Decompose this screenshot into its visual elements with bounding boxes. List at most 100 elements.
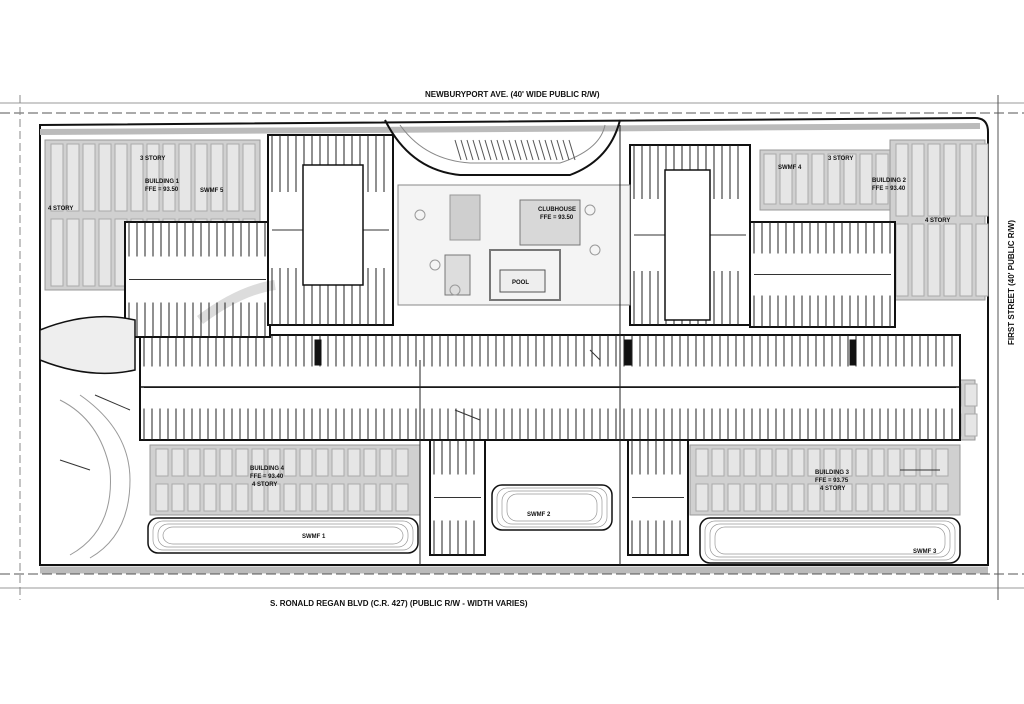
parking-island	[664, 169, 711, 321]
unit-outline	[66, 143, 80, 212]
unit-outline	[363, 448, 377, 477]
building-1-stories-2: 4 STORY	[48, 206, 73, 212]
swmf-1-pond	[157, 523, 409, 548]
entrance-hatch	[460, 139, 468, 161]
unit-outline	[155, 483, 169, 512]
building-3-name: BUILDING 3	[815, 470, 850, 476]
unit-outline	[210, 143, 224, 212]
unit-outline	[82, 143, 96, 212]
unit-outline	[98, 143, 112, 212]
swmf-2-pond	[496, 487, 608, 528]
tree-icon	[429, 259, 441, 271]
building-1-stories: 3 STORY	[140, 156, 165, 162]
tree-icon	[584, 204, 596, 216]
unit-outline	[711, 483, 725, 512]
entrance-hatch	[520, 139, 528, 161]
unit-outline	[162, 143, 176, 212]
swmf-1-pond	[152, 520, 414, 551]
unit-outline	[283, 448, 297, 477]
unit-outline	[235, 483, 249, 512]
north-entrance-drive-inner	[399, 124, 606, 164]
unit-outline	[695, 448, 709, 477]
crosswalk	[849, 339, 857, 366]
parking-island	[302, 164, 364, 286]
unit-outline	[935, 483, 949, 512]
unit-outline	[727, 448, 741, 477]
entrance-hatch	[454, 139, 462, 161]
tree-icon	[449, 284, 461, 296]
unit-outline	[235, 448, 249, 477]
north-road-label: NEWBURYPORT AVE. (40' WIDE PUBLIC R/W)	[425, 90, 600, 99]
unit-outline	[763, 153, 777, 205]
swmf-1-pond	[162, 526, 404, 545]
unit-outline	[187, 448, 201, 477]
property-boundary	[39, 116, 989, 566]
swmf-5-label: SWMF 5	[200, 188, 224, 194]
swmf-2-pond	[491, 484, 613, 531]
crosswalk	[624, 339, 632, 366]
unit-outline	[331, 483, 345, 512]
swmf-3-pond	[709, 523, 951, 558]
swmf-3-pond	[714, 526, 946, 555]
unit-outline	[242, 143, 256, 212]
unit-outline	[975, 223, 989, 297]
unit-outline	[919, 448, 933, 477]
unit-outline	[843, 153, 857, 205]
pool	[499, 269, 546, 293]
unit-outline	[379, 448, 393, 477]
building-3-ffe: FFE = 93.75	[815, 478, 849, 484]
unit-outline	[267, 448, 281, 477]
entrance-hatch	[544, 139, 552, 161]
unit-outline	[775, 483, 789, 512]
pool-label: POOL	[512, 280, 529, 286]
building-2-ffe: FFE = 93.40	[872, 186, 906, 192]
unit-outline	[171, 448, 185, 477]
unit-outline	[823, 483, 837, 512]
unit-outline	[827, 153, 841, 205]
unit-outline	[347, 483, 361, 512]
unit-outline	[823, 448, 837, 477]
unit-outline	[871, 483, 885, 512]
unit-outline	[775, 448, 789, 477]
entrance-hatch	[550, 139, 558, 161]
unit-outline	[911, 143, 925, 217]
south-road-label: S. RONALD REGAN BLVD (C.R. 427) (PUBLIC …	[270, 599, 528, 608]
entrance-hatch	[568, 139, 576, 161]
entrance-hatch	[556, 139, 564, 161]
unit-outline	[919, 483, 933, 512]
pool-deck	[489, 249, 561, 301]
building-2-stories: 3 STORY	[828, 156, 853, 162]
unit-outline	[964, 413, 978, 437]
unit-outline	[903, 483, 917, 512]
unit-outline	[251, 448, 265, 477]
unit-outline	[395, 483, 409, 512]
tree-icon	[414, 209, 426, 221]
unit-outline	[66, 218, 80, 287]
linework	[0, 95, 1024, 600]
unit-outline	[871, 448, 885, 477]
swmf-2-pond	[506, 493, 598, 522]
unit-outline	[959, 223, 973, 297]
unit-outline	[363, 483, 377, 512]
unit-outline	[171, 483, 185, 512]
west-curved-drive	[197, 280, 276, 325]
swmf-3-pond	[704, 520, 956, 561]
entrance-hatch	[502, 139, 510, 161]
clubhouse-ffe: FFE = 93.50	[540, 215, 574, 221]
west-open-space-path	[59, 399, 111, 556]
unit-outline	[795, 153, 809, 205]
entrance-hatch	[526, 139, 534, 161]
unit-outline	[964, 383, 978, 407]
east-road-label: FIRST STREET (40' PUBLIC R/W)	[1007, 220, 1016, 345]
unit-outline	[855, 483, 869, 512]
unit-outline	[267, 483, 281, 512]
unit-outline	[759, 448, 773, 477]
building-2-stories-2: 4 STORY	[925, 218, 950, 224]
landscape-buffer-north	[39, 123, 981, 135]
unit-outline	[50, 218, 64, 287]
unit-outline	[943, 223, 957, 297]
swmf-3-pond	[699, 517, 961, 564]
unit-outline	[887, 483, 901, 512]
swmf-1-label: SWMF 1	[302, 534, 326, 540]
unit-outline	[315, 448, 329, 477]
